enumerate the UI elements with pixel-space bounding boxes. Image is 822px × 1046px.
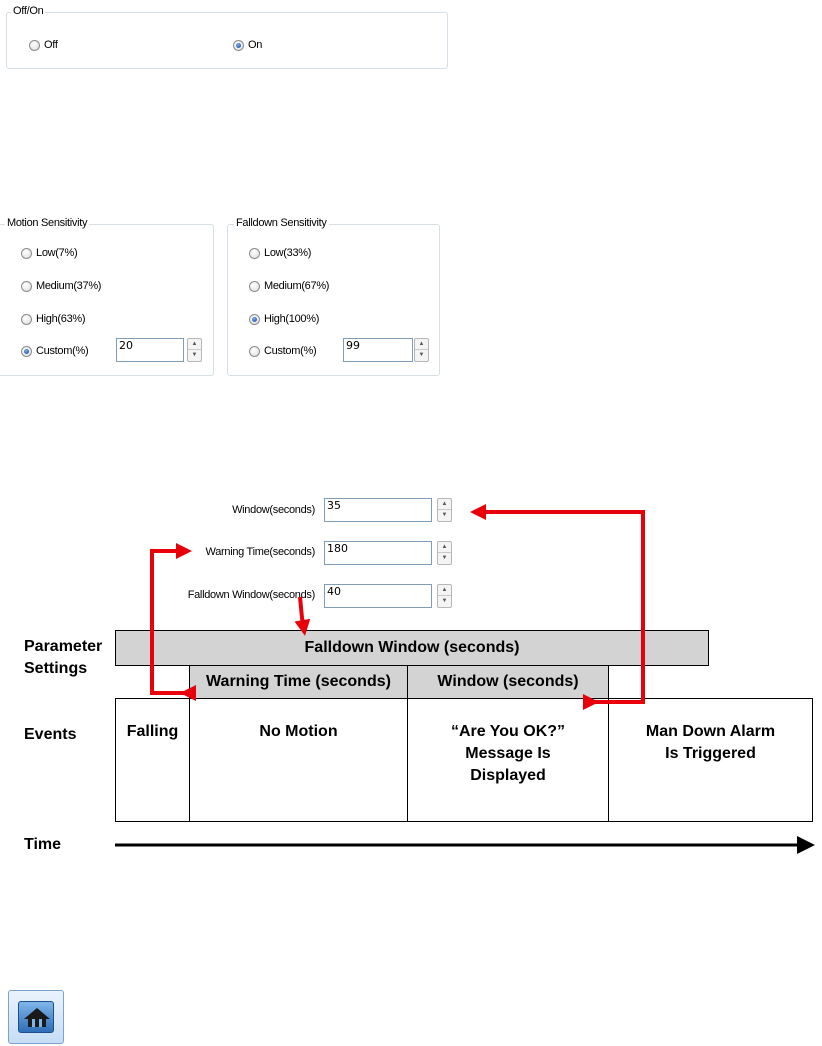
spin-down-icon[interactable]: ▼ [441, 598, 448, 604]
event-are-you-ok-line1: “Are You OK?” [450, 723, 566, 740]
motion-medium-radio[interactable]: Medium(37%) [21, 280, 101, 292]
falldown-sensitivity-title: Falldown Sensitivity [234, 217, 329, 229]
motion-high-radio[interactable]: High(63%) [21, 313, 86, 325]
falldown-custom-radio[interactable]: Custom(%) [249, 345, 317, 357]
falldown-high-indicator[interactable] [249, 313, 260, 325]
falldown-medium-label: Medium(67%) [264, 280, 330, 292]
event-no-motion: No Motion [189, 698, 408, 822]
falldown-high-label: High(100%) [264, 313, 320, 325]
onoff-group: Off/On Off On [6, 5, 448, 69]
motion-medium-label: Medium(37%) [36, 280, 102, 292]
warning-time-label: Warning Time(seconds) [205, 546, 316, 558]
falldown-window-bar: Falldown Window (seconds) [115, 630, 709, 666]
falldown-custom-spinner[interactable]: ▲ ▼ [414, 338, 429, 362]
falldown-custom-label: Custom(%) [264, 345, 317, 357]
motion-low-indicator[interactable] [21, 247, 32, 259]
motion-custom-radio[interactable]: Custom(%) [21, 345, 89, 357]
parameter-label-line1: Parameter [24, 638, 103, 655]
falldown-window-spinner[interactable]: ▲ ▼ [437, 584, 452, 608]
parameter-label-line2: Settings [24, 660, 88, 677]
home-icon [18, 1001, 54, 1033]
warning-time-spinner[interactable]: ▲ ▼ [437, 541, 452, 565]
radio-off[interactable]: Off [29, 39, 58, 51]
window-seconds-input[interactable]: 35 [324, 498, 432, 522]
motion-custom-input[interactable]: 20 [116, 338, 184, 362]
event-no-motion-text: No Motion [259, 723, 338, 740]
falldown-custom-indicator[interactable] [249, 345, 260, 357]
warning-connector-arrow [150, 543, 196, 701]
spin-up-icon[interactable]: ▲ [415, 339, 428, 350]
window-seconds-label: Window(seconds) [232, 504, 315, 516]
motion-sensitivity-group: Motion Sensitivity Low(7%) Medium(37%) H… [0, 217, 214, 376]
motion-low-label: Low(7%) [36, 247, 78, 259]
motion-sensitivity-title: Motion Sensitivity [5, 217, 90, 229]
motion-high-indicator[interactable] [21, 313, 32, 325]
event-alarm-line2: Is Triggered [665, 745, 756, 762]
spin-down-icon[interactable]: ▼ [441, 555, 448, 561]
window-seconds-spinner[interactable]: ▲ ▼ [437, 498, 452, 522]
spin-up-icon[interactable]: ▲ [438, 499, 451, 510]
falldown-connector-arrow [294, 596, 311, 636]
event-are-you-ok-line2: Message Is [465, 745, 551, 762]
falldown-medium-indicator[interactable] [249, 280, 260, 292]
onoff-group-title: Off/On [11, 5, 46, 17]
motion-custom-label: Custom(%) [36, 345, 89, 357]
motion-custom-spinner[interactable]: ▲ ▼ [187, 338, 202, 362]
motion-medium-indicator[interactable] [21, 280, 32, 292]
spin-up-icon[interactable]: ▲ [188, 339, 201, 350]
spin-down-icon[interactable]: ▼ [441, 512, 448, 518]
falldown-low-indicator[interactable] [249, 247, 260, 259]
event-alarm-line1: Man Down Alarm [645, 723, 776, 740]
spin-up-icon[interactable]: ▲ [438, 542, 451, 553]
radio-on-indicator[interactable] [233, 39, 244, 51]
warning-time-bar: Warning Time (seconds) [189, 665, 408, 699]
falldown-low-label: Low(33%) [264, 247, 312, 259]
falldown-low-radio[interactable]: Low(33%) [249, 247, 311, 259]
event-alarm: Man Down Alarm Is Triggered [608, 698, 813, 822]
radio-off-indicator[interactable] [29, 39, 40, 51]
spin-up-icon[interactable]: ▲ [438, 585, 451, 596]
event-are-you-ok-line3: Displayed [470, 767, 546, 784]
radio-off-label: Off [44, 39, 58, 51]
falldown-high-radio[interactable]: High(100%) [249, 313, 319, 325]
event-are-you-ok: “Are You OK?” Message Is Displayed [407, 698, 609, 822]
motion-high-label: High(63%) [36, 313, 86, 325]
falldown-medium-radio[interactable]: Medium(67%) [249, 280, 329, 292]
event-falling-text: Falling [126, 723, 179, 740]
radio-on[interactable]: On [233, 39, 262, 51]
falldown-custom-input[interactable]: 99 [343, 338, 413, 362]
house-icon-glyph [24, 1008, 50, 1027]
motion-custom-indicator[interactable] [21, 345, 32, 357]
spin-down-icon[interactable]: ▼ [191, 352, 198, 358]
home-button[interactable] [8, 990, 64, 1044]
radio-on-label: On [248, 39, 263, 51]
events-label: Events [24, 726, 77, 743]
time-label: Time [24, 836, 62, 853]
motion-low-radio[interactable]: Low(7%) [21, 247, 78, 259]
window-connector-arrow [470, 504, 645, 710]
falldown-window-label: Falldown Window(seconds) [187, 589, 316, 601]
event-falling: Falling [115, 698, 190, 822]
falldown-sensitivity-group: Falldown Sensitivity Low(33%) Medium(67%… [227, 217, 440, 376]
parameter-settings-label: Parameter Settings [24, 636, 102, 680]
falldown-window-input[interactable]: 40 [324, 584, 432, 608]
warning-time-input[interactable]: 180 [324, 541, 432, 565]
spin-down-icon[interactable]: ▼ [418, 352, 425, 358]
